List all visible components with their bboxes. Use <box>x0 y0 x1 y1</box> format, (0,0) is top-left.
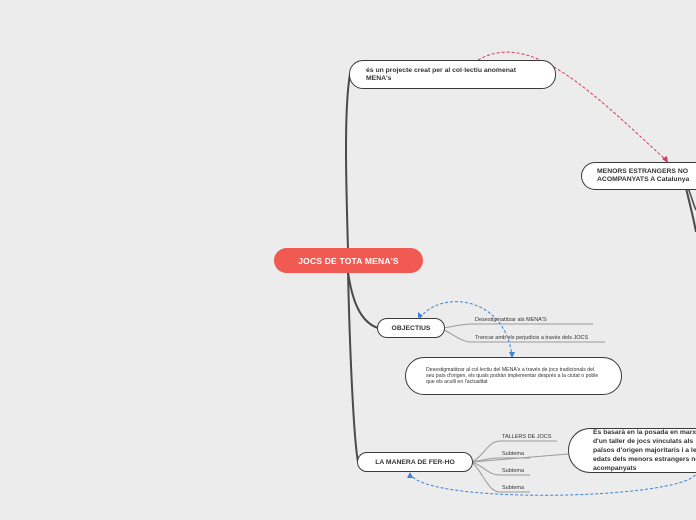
topic-basara[interactable]: Es basarà en la posada en marxa d'un tal… <box>568 428 696 473</box>
central-topic[interactable]: JOCS DE TOTA MENA'S <box>274 248 423 273</box>
manera-sub-5 <box>471 453 569 463</box>
manera-sub-1 <box>471 440 557 463</box>
subtopic-objectius-1[interactable]: Desestigmatitzar als MENA'S <box>475 317 547 323</box>
topic-objectius-label: OBJECTIUS <box>391 324 431 332</box>
subtopic-manera-4[interactable]: Subtema <box>502 485 525 491</box>
subtopic-manera-2[interactable]: Subtema <box>502 451 525 457</box>
relation-manera-basara <box>409 472 696 496</box>
subtopic-manera-1[interactable]: TALLERS DE JOCS <box>502 434 552 440</box>
topic-manera-label: LA MANERA DE FER-HO <box>375 458 455 466</box>
topic-project-label: és un projecte creat per al col·lectiu a… <box>366 66 516 82</box>
relation-project-menors <box>477 51 669 163</box>
topic-menors[interactable]: MENORS ESTRANGERS NO ACOMPANYATS A Catal… <box>581 162 696 190</box>
branch-menors-out-2 <box>687 187 696 211</box>
branch-to-project <box>345 73 351 251</box>
manera-sub-4 <box>471 461 530 493</box>
topic-project[interactable]: és un projecte creat per al col·lectiu a… <box>349 60 556 89</box>
branch-to-manera <box>347 271 359 463</box>
topic-objectius-description-label: Desestigmatitzar al col·lectiu del MENA'… <box>426 366 599 386</box>
relation-arrowhead-blue-2 <box>418 312 423 318</box>
relation-arrowhead-blue-3 <box>407 472 413 478</box>
objectius-sub-1 <box>443 323 593 329</box>
relation-objectius-main <box>419 301 513 357</box>
objectius-sub-2 <box>443 329 605 343</box>
topic-basara-label: Es basarà en la posada en marxa d'un tal… <box>593 429 696 472</box>
topic-objectius-description[interactable]: Desestigmatitzar al col·lectiu del MENA'… <box>405 357 622 395</box>
topic-menors-label: MENORS ESTRANGERS NO ACOMPANYATS A Catal… <box>597 168 690 183</box>
subtopic-objectius-2[interactable]: Trencar amb els perjudicis a través dels… <box>475 335 589 341</box>
relation-arrowhead-blue-1 <box>509 352 515 358</box>
topic-objectius[interactable]: OBJECTIUS <box>377 318 445 338</box>
branch-to-objectius <box>347 271 379 329</box>
manera-sub-3 <box>471 461 530 476</box>
subtopic-manera-3[interactable]: Subtema <box>502 468 525 474</box>
topic-manera[interactable]: LA MANERA DE FER-HO <box>357 452 473 472</box>
branch-menors-out <box>685 187 696 233</box>
relation-arrowhead-red <box>662 156 668 163</box>
